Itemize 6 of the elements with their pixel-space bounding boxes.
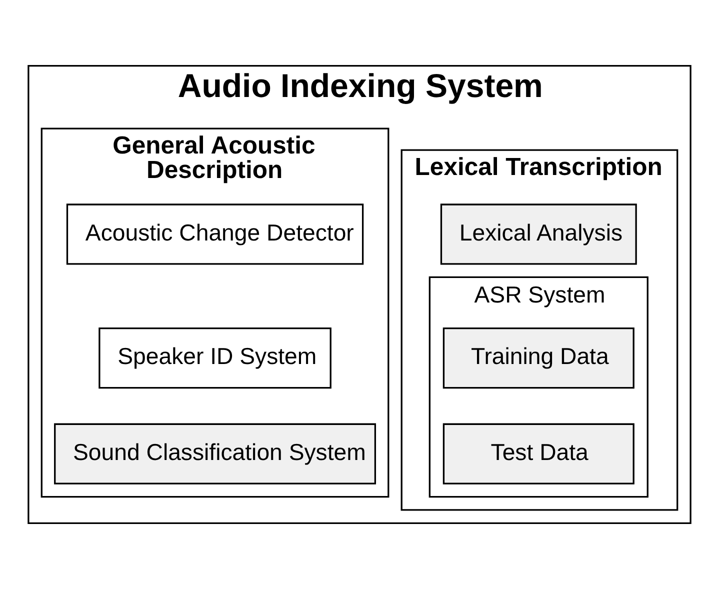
node-box: Test Data [442,423,634,484]
node-box: Lexical Analysis [440,204,637,265]
node-box: Speaker ID System [98,328,332,389]
node-box: Acoustic Change Detector [66,204,364,265]
node-box: Training Data [442,328,634,389]
node-box: Sound Classification System [54,423,376,484]
